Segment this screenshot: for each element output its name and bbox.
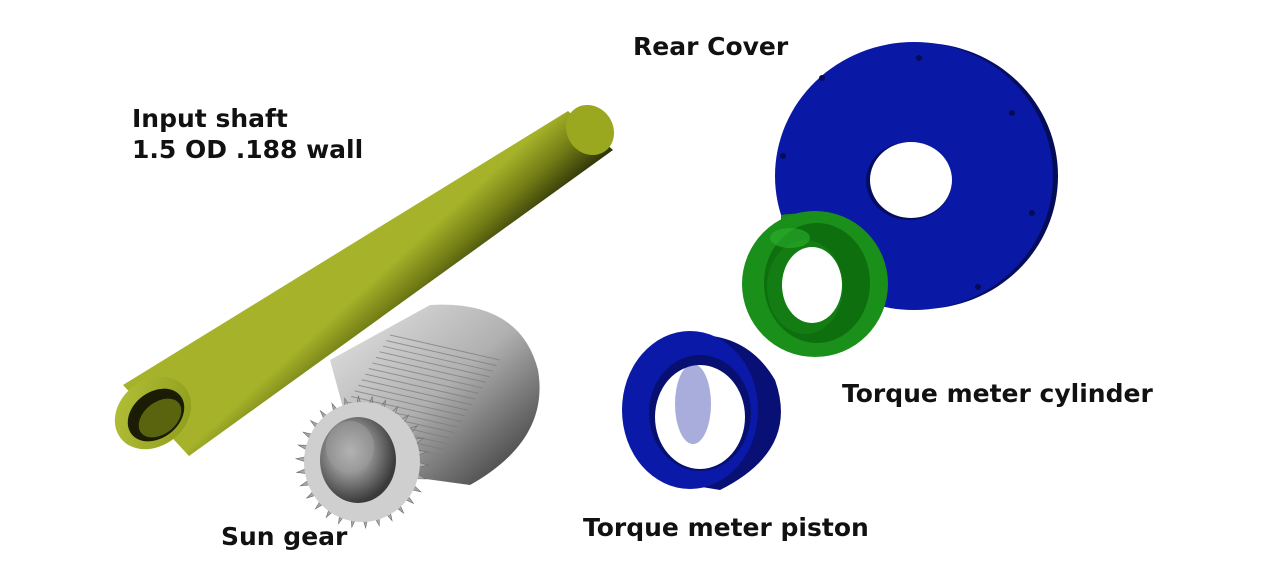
input-shaft-label-line1: Input shaft xyxy=(132,104,288,133)
sun-gear xyxy=(294,304,540,530)
sun-gear-label: Sun gear xyxy=(221,521,347,552)
gear-helix-line xyxy=(372,362,483,389)
gear-helix-line xyxy=(386,340,497,367)
gear-helix-line xyxy=(375,356,486,383)
sun-gear-label-text: Sun gear xyxy=(221,522,348,551)
torque-meter-piston-label: Torque meter piston xyxy=(583,512,869,543)
gear-helix-line xyxy=(368,368,479,395)
gear-helix-line xyxy=(379,351,490,378)
torque-meter-cylinder xyxy=(742,211,888,357)
gear-helix-line xyxy=(361,379,472,406)
rear-cover-label: Rear Cover xyxy=(633,31,788,62)
input-shaft-label-line2: 1.5 OD .188 wall xyxy=(132,135,364,164)
rear-cover-label-text: Rear Cover xyxy=(633,32,789,61)
gear-helix-line xyxy=(365,373,476,400)
input-shaft xyxy=(114,104,615,456)
torque-meter-piston xyxy=(622,331,781,490)
torque-meter-piston-label-text: Torque meter piston xyxy=(583,513,869,542)
gear-helix-line xyxy=(382,345,494,372)
gear-helix-line xyxy=(354,390,465,417)
torque-meter-cylinder-label: Torque meter cylinder xyxy=(842,378,1153,409)
gear-helix-line xyxy=(351,395,462,422)
gear-helix-line xyxy=(389,334,501,361)
input-shaft-label: Input shaft 1.5 OD .188 wall xyxy=(132,103,363,165)
gear-helix-line xyxy=(358,384,469,411)
torque-meter-cylinder-label-text: Torque meter cylinder xyxy=(842,379,1153,408)
